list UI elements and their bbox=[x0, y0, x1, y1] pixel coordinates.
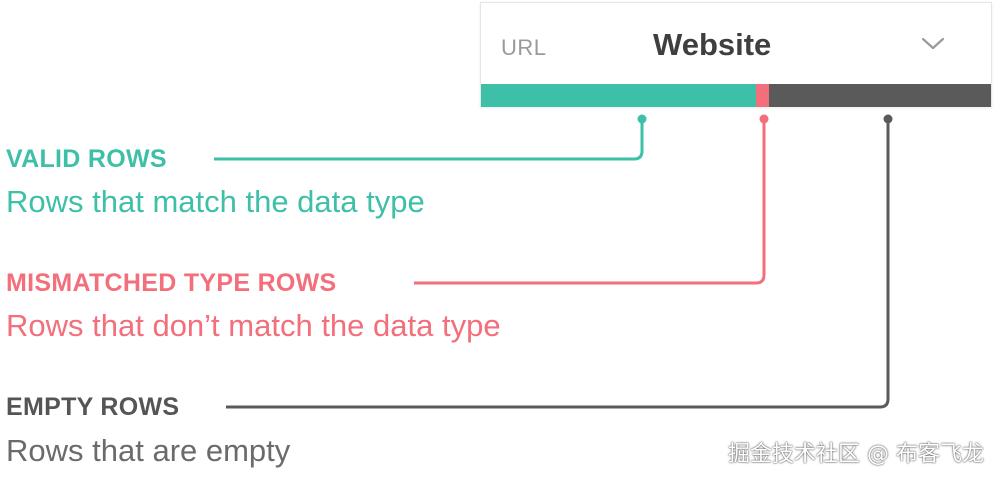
mismatched-rows-description: Rows that don’t match the data type bbox=[6, 308, 501, 343]
valid-rows-title: VALID ROWS bbox=[6, 145, 167, 173]
mismatched-rows-segment[interactable] bbox=[756, 84, 770, 107]
data-quality-bar[interactable] bbox=[481, 84, 991, 107]
column-name: Website bbox=[653, 27, 772, 62]
valid-rows-segment[interactable] bbox=[481, 84, 757, 107]
empty-rows-title: EMPTY ROWS bbox=[6, 393, 180, 421]
mismatched-rows-title: MISMATCHED TYPE ROWS bbox=[6, 269, 337, 297]
empty-rows-segment[interactable] bbox=[769, 84, 991, 107]
empty-rows-description: Rows that are empty bbox=[6, 433, 291, 468]
valid-connector bbox=[214, 114, 647, 161]
column-type-tag: URL bbox=[501, 35, 547, 60]
column-header[interactable]: URL Website bbox=[480, 2, 992, 107]
chevron-down-icon[interactable] bbox=[920, 33, 946, 53]
valid-rows-description: Rows that match the data type bbox=[6, 184, 425, 219]
mismatch-connector bbox=[414, 114, 769, 285]
watermark: 掘金技术社区 @ 布客飞龙 bbox=[728, 442, 984, 467]
empty-connector bbox=[226, 114, 893, 409]
